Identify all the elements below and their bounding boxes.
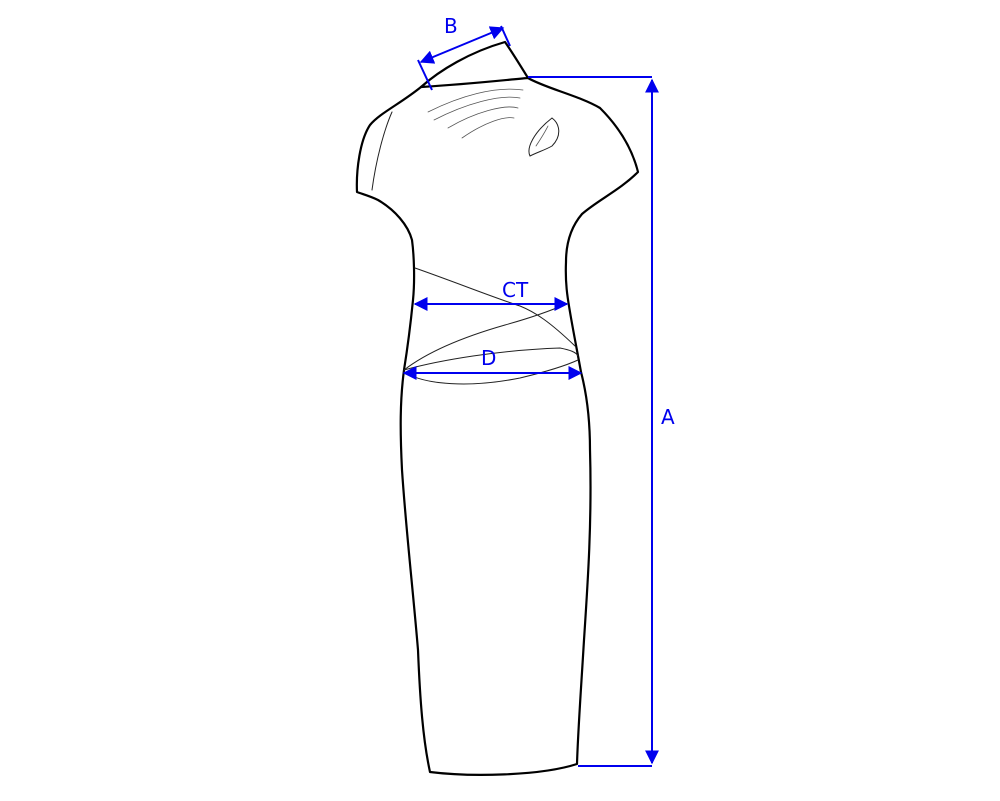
teardrop-inner-line [535, 125, 549, 147]
dimension-hip: D [402, 346, 583, 380]
dress-silhouette [355, 76, 640, 776]
dimension-waist: CT [413, 278, 569, 311]
dimension-length: A [528, 76, 675, 767]
shoulder-left-extension [417, 59, 433, 91]
hip-label: D [481, 346, 496, 370]
dimension-shoulder: B [417, 14, 511, 91]
neck-drape-folds [427, 88, 524, 139]
sleeve-seam [371, 111, 393, 191]
wrap-band-underside [403, 347, 579, 371]
length-label: A [661, 405, 675, 429]
collar-outline [419, 40, 530, 89]
dress-outline [355, 40, 640, 776]
wrap-band-upper [414, 267, 576, 347]
teardrop-fold [528, 117, 560, 157]
shoulder-label: B [444, 14, 458, 38]
waist-label: CT [502, 278, 529, 302]
shoulder-dimension-line [419, 26, 505, 64]
wrap-band-lower [403, 303, 567, 371]
